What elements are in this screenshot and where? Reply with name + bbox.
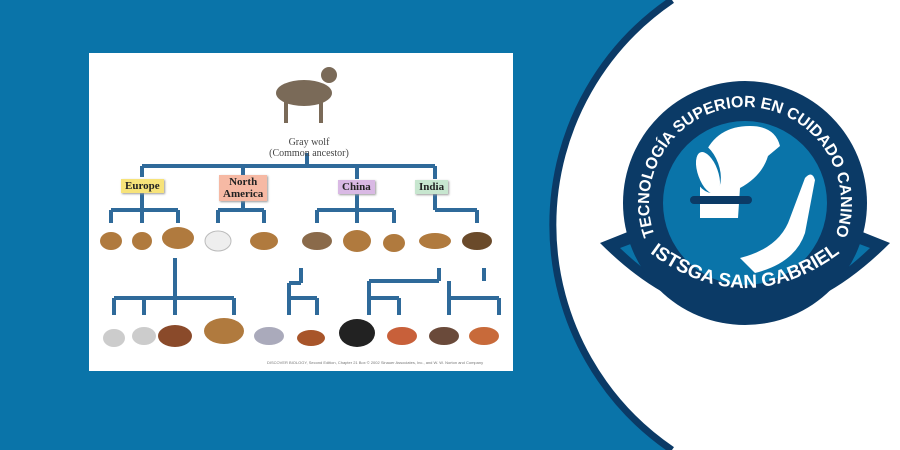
tree-lines [100, 67, 501, 347]
region-europe: Europe [121, 179, 164, 193]
region-china: China [338, 180, 375, 194]
region-line: America [223, 188, 264, 200]
root-label: Gray wolf (Common ancestor) [239, 137, 379, 159]
region-india: India [415, 180, 449, 194]
root-name: Gray wolf [288, 137, 330, 148]
dog-evolution-diagram: Gray wolf (Common ancestor) Europe North… [89, 53, 513, 371]
region-line: North [229, 176, 258, 188]
istsga-logo: TECNOLOGÍA SUPERIOR EN CUIDADO CANINO IS… [600, 81, 890, 325]
hand-icon [740, 174, 815, 273]
dog-head-icon [689, 126, 780, 218]
wolf-illustration [276, 67, 337, 123]
caption: DISCOVER BIOLOGY, Second Edition, Chapte… [267, 360, 484, 365]
dog-illustrations [100, 227, 499, 347]
root-note: (Common ancestor) [269, 148, 349, 159]
